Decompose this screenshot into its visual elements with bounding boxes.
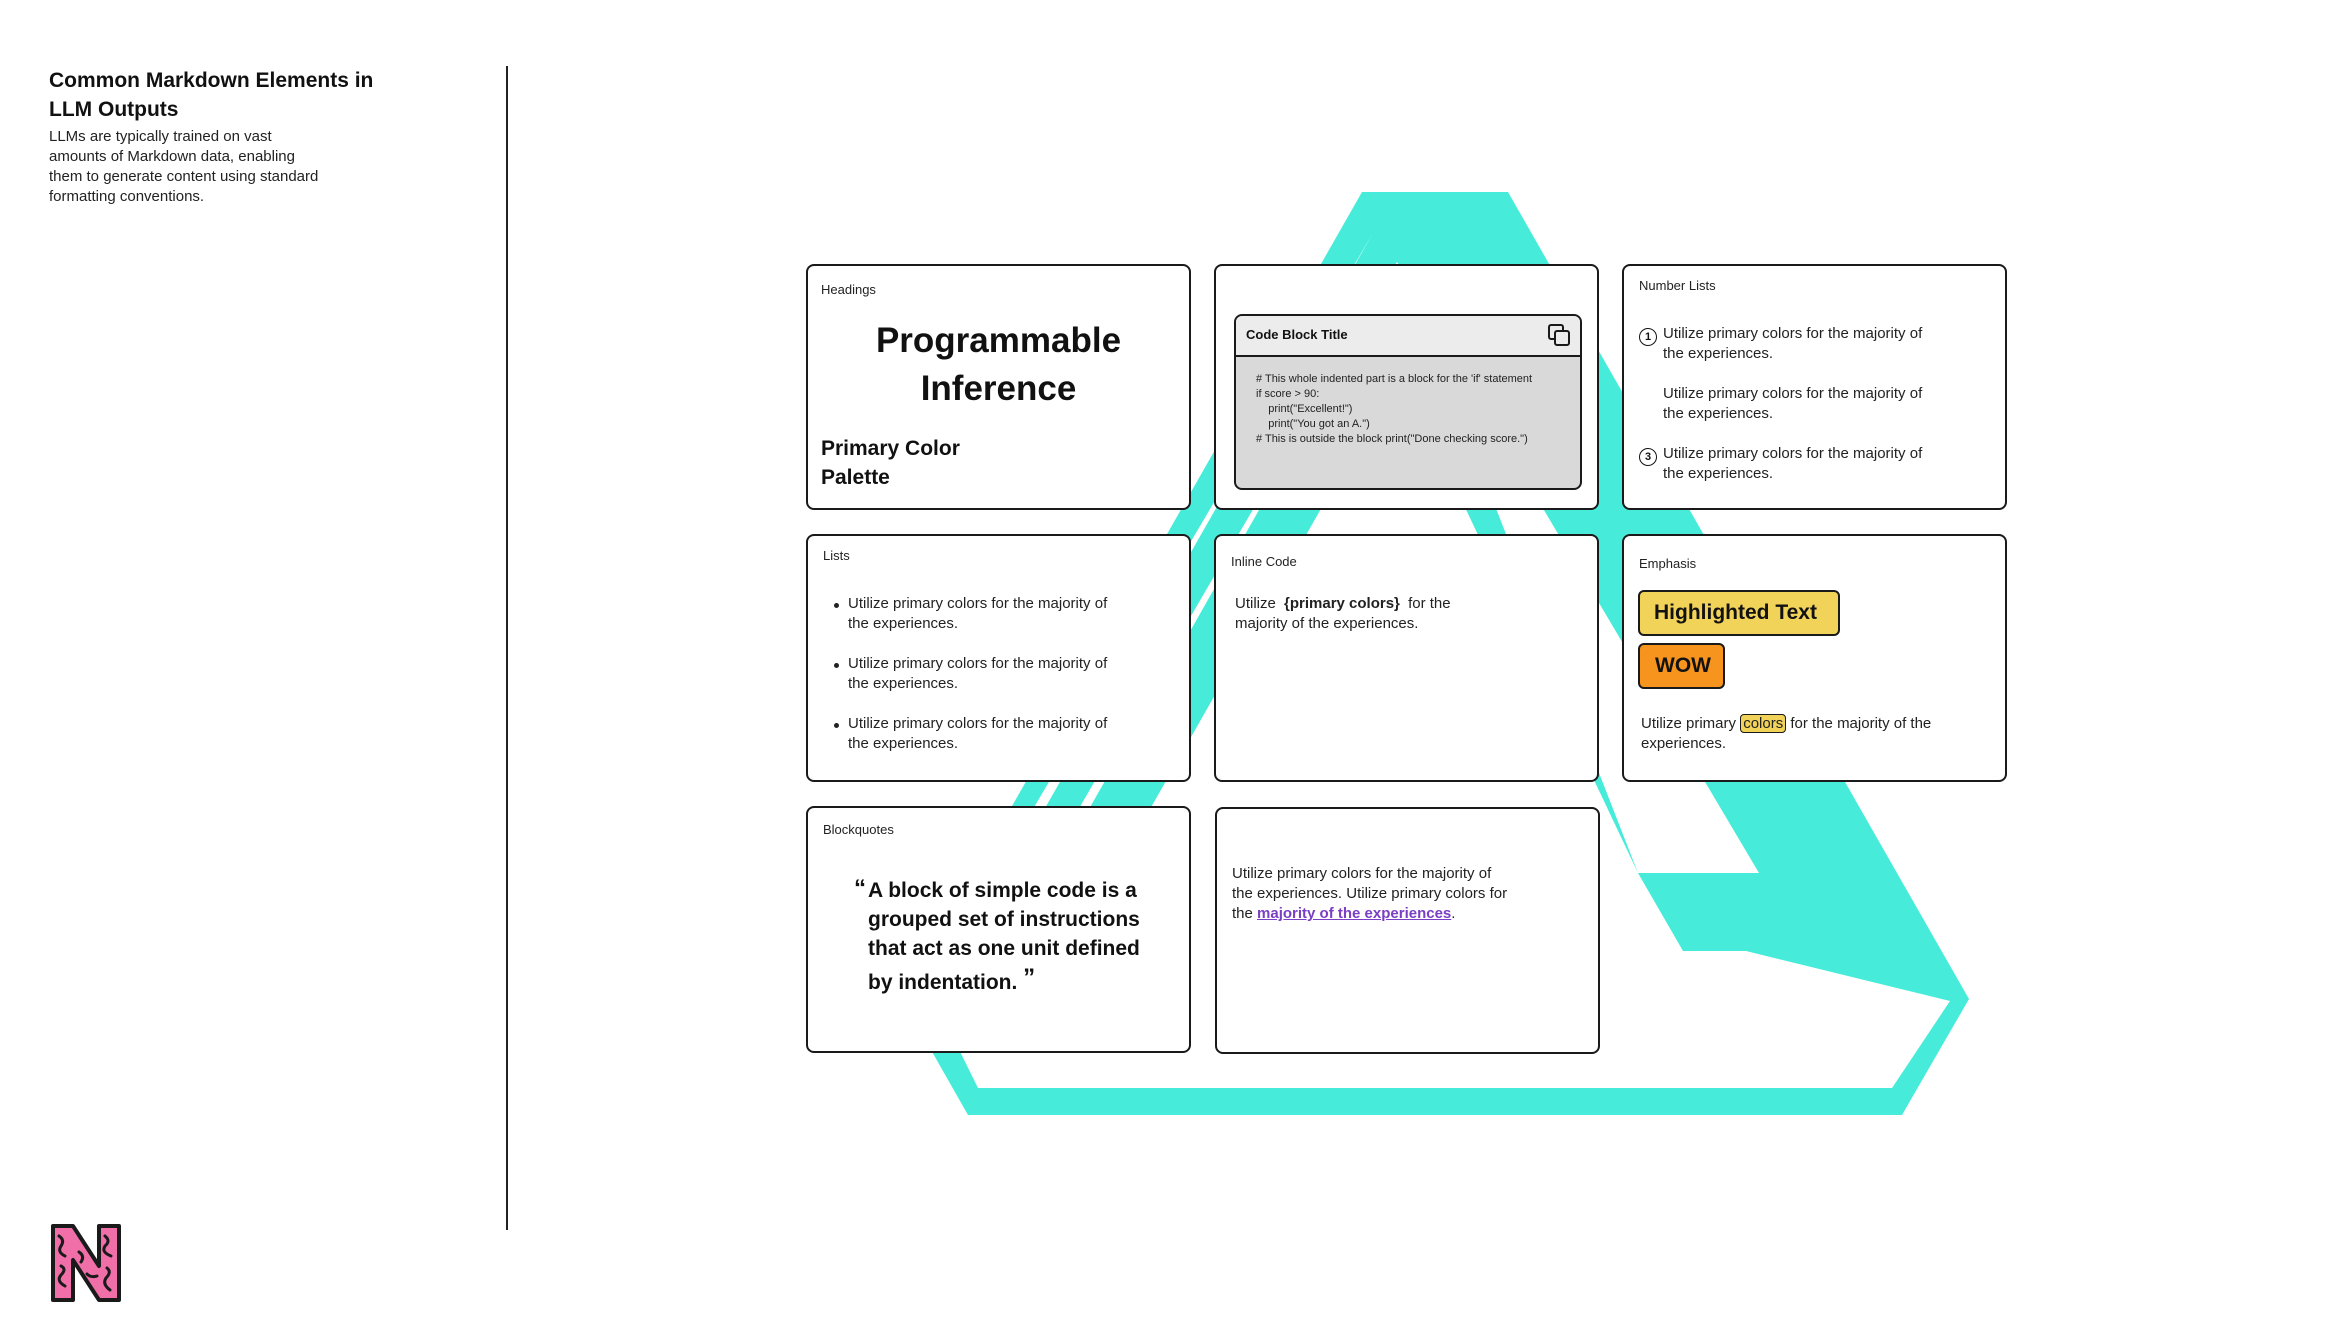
text: for the majority of the experiences. bbox=[1641, 715, 1932, 752]
blockquote-text: A block of simple code is a grouped set … bbox=[868, 879, 1140, 994]
code-line: print("You got an A.") bbox=[1256, 418, 1370, 430]
code-block-title: Code Block Title bbox=[1246, 327, 1348, 342]
text: Utilize primary bbox=[1641, 715, 1737, 732]
number-list-item: Utilize primary colors for the majority … bbox=[1663, 445, 1923, 482]
code-line: print("Excellent!") bbox=[1256, 403, 1353, 415]
sidebar-title: Common Markdown Elements in LLM Outputs bbox=[49, 69, 374, 121]
number-list-item: Utilize primary colors for the majority … bbox=[1663, 385, 1923, 422]
wow-badge: WOW bbox=[1638, 643, 1725, 689]
bullet bbox=[834, 723, 839, 728]
card-label: Lists bbox=[823, 548, 850, 563]
marked-word: colors bbox=[1740, 714, 1787, 733]
list-item: Utilize primary colors for the majority … bbox=[848, 595, 1108, 632]
card-label: Headings bbox=[821, 282, 876, 297]
n-brain-logo-icon bbox=[51, 1224, 121, 1302]
code-line: # This is outside the block print("Done … bbox=[1256, 433, 1528, 445]
card-label: Emphasis bbox=[1639, 556, 1697, 571]
link-paragraph: Utilize primary colors for the majority … bbox=[1232, 864, 1512, 924]
blockquote: “ A block of simple code is a grouped se… bbox=[854, 875, 1154, 997]
link-card: Utilize primary colors for the majority … bbox=[1215, 807, 1600, 1054]
heading-2-line-2: Palette bbox=[821, 466, 890, 489]
emphasis-card: Emphasis Highlighted Text WOW Utilize pr… bbox=[1622, 534, 2007, 782]
lists-card: Lists Utilize primary colors for the maj… bbox=[806, 534, 1191, 782]
vertical-divider bbox=[506, 66, 508, 1230]
card-label: Blockquotes bbox=[823, 822, 894, 837]
sidebar-description: LLMs are typically trained on vast amoun… bbox=[49, 128, 319, 205]
code-line: # This whole indented part is a block fo… bbox=[1256, 373, 1533, 385]
emphasis-paragraph: Utilize primary colors for the majority … bbox=[1641, 714, 1981, 754]
text: for the majority of the experiences. bbox=[1235, 595, 1451, 632]
bullet bbox=[834, 603, 839, 608]
text: . bbox=[1451, 905, 1456, 922]
blockquotes-card: Blockquotes “ A block of simple code is … bbox=[806, 806, 1191, 1053]
heading-2-line-1: Primary Color bbox=[821, 437, 960, 460]
code-lines: # This whole indented part is a block fo… bbox=[1256, 372, 1532, 447]
heading-1-line-1: Programmable bbox=[875, 321, 1122, 360]
text: Utilize primary colors for the majority … bbox=[1232, 865, 1508, 922]
inline-code: {primary colors} bbox=[1284, 595, 1400, 612]
bullet bbox=[834, 663, 839, 668]
open-quote-mark: “ bbox=[854, 875, 866, 902]
number-list-item: Utilize primary colors for the majority … bbox=[1663, 325, 1923, 362]
blockquote-body: A block of simple code is a grouped set … bbox=[854, 876, 1154, 997]
close-quote-mark: ” bbox=[1023, 964, 1036, 991]
list-item: Utilize primary colors for the majority … bbox=[848, 655, 1108, 692]
list-item: Utilize primary colors for the majority … bbox=[848, 715, 1108, 752]
text: Utilize bbox=[1235, 595, 1276, 612]
card-label: Inline Code bbox=[1231, 554, 1297, 569]
card-label: Number Lists bbox=[1639, 278, 1716, 293]
number-badge-3: 3 bbox=[1639, 448, 1657, 466]
code-line: if score > 90: bbox=[1256, 388, 1320, 400]
inline-code-card: Inline Code Utilize {primary colors} for… bbox=[1214, 534, 1599, 782]
inline-link[interactable]: majority of the experiences bbox=[1257, 905, 1452, 922]
number-lists-card: Number Lists 1 Utilize primary colors fo… bbox=[1622, 264, 2007, 510]
code-block-card: Code Block Title # This whole indented p… bbox=[1214, 264, 1599, 510]
inline-code-paragraph: Utilize {primary colors} for the majorit… bbox=[1235, 594, 1465, 634]
code-block: Code Block Title # This whole indented p… bbox=[1234, 314, 1582, 490]
heading-1-line-2: Inference bbox=[920, 369, 1077, 408]
number-badge-1: 1 bbox=[1639, 328, 1657, 346]
highlighted-text: Highlighted Text bbox=[1638, 590, 1840, 636]
code-block-header: Code Block Title bbox=[1236, 316, 1580, 357]
headings-card: Headings Programmable Inference Primary … bbox=[806, 264, 1191, 510]
copy-icon[interactable] bbox=[1547, 323, 1571, 347]
